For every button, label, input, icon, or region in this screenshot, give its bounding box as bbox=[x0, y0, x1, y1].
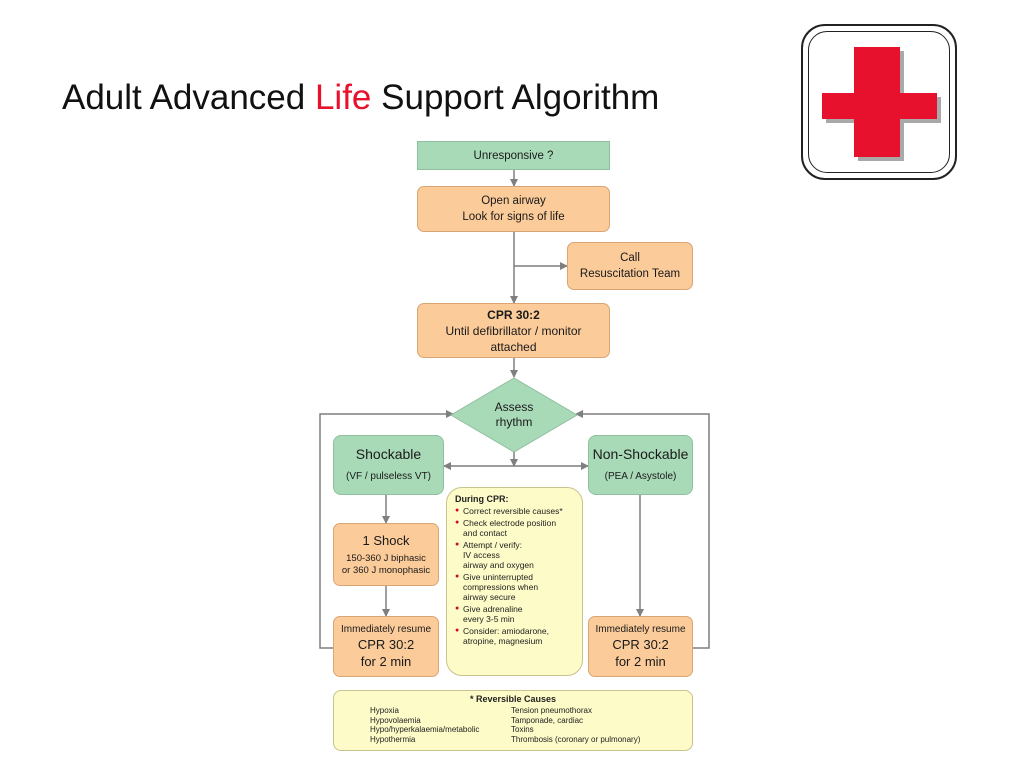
list-item: Check electrode position and contact bbox=[455, 518, 576, 538]
cpr-initial-head: CPR 30:2 bbox=[487, 307, 540, 322]
assess-diamond bbox=[450, 377, 578, 453]
shock-line: or 360 J monophasic bbox=[341, 565, 431, 576]
loop-left-back-to-assess bbox=[319, 410, 454, 649]
call-team-box: Call Resuscitation Team bbox=[567, 242, 693, 290]
list-item: Hypovolaemia bbox=[370, 715, 421, 725]
red-cross-icon bbox=[822, 47, 941, 161]
cpr-initial-line: Until defibrillator / monitor bbox=[445, 323, 582, 338]
reversible-causes-left: Hypoxia Hypovolaemia Hypo/hyperkalaemia/… bbox=[370, 706, 479, 744]
resume-right-box: Immediately resume CPR 30:2 for 2 min bbox=[588, 616, 693, 677]
logo-frame bbox=[808, 31, 950, 173]
resume-duration-line: for 2 min bbox=[615, 654, 666, 669]
list-item: Hypothermia bbox=[370, 734, 416, 744]
list-item: Consider: amiodarone, atropine, magnesiu… bbox=[455, 626, 576, 646]
list-item: Give adrenaline every 3-5 min bbox=[455, 604, 576, 624]
resume-left-box: Immediately resume CPR 30:2 for 2 min bbox=[333, 616, 439, 677]
title-accent-text: Life bbox=[314, 78, 372, 117]
unresponsive-label: Unresponsive ? bbox=[473, 149, 554, 162]
list-item: Tamponade, cardiac bbox=[511, 715, 584, 725]
resuscitation-team-line: Resuscitation Team bbox=[579, 268, 681, 280]
cpr-initial-box: CPR 30:2 Until defibrillator / monitor a… bbox=[417, 303, 610, 358]
resume-cpr-line: CPR 30:2 bbox=[612, 637, 669, 652]
during-cpr-list: Correct reversible causes* Check electro… bbox=[455, 506, 576, 646]
resume-line: Immediately resume bbox=[340, 624, 432, 635]
title-text-end: Support Algorithm bbox=[371, 78, 660, 117]
list-item: Attempt / verify: IV access airway and o… bbox=[455, 540, 576, 570]
non-shockable-sub: (PEA / Asystole) bbox=[604, 471, 677, 482]
cpr-initial-line: attached bbox=[490, 339, 537, 354]
loop-right-back-to-assess bbox=[575, 410, 710, 649]
list-item: Toxins bbox=[511, 725, 534, 734]
reversible-causes-panel: * Reversible Causes Hypoxia Hypovolaemia… bbox=[333, 690, 693, 751]
call-line: Call bbox=[620, 252, 640, 264]
assess-line: Assess bbox=[494, 400, 534, 414]
shockable-sub: (VF / pulseless VT) bbox=[345, 471, 432, 482]
rhythm-line: rhythm bbox=[495, 415, 533, 429]
reversible-causes-heading: * Reversible Causes bbox=[469, 694, 557, 704]
list-item: Hypo/hyperkalaemia/metabolic bbox=[370, 725, 480, 734]
list-item: Give uninterrupted compressions when air… bbox=[455, 572, 576, 602]
shockable-head: Shockable bbox=[355, 446, 422, 462]
open-airway-box: Open airway Look for signs of life bbox=[417, 186, 610, 232]
non-shockable-box: Non-Shockable (PEA / Asystole) bbox=[588, 435, 693, 495]
shock-head: 1 Shock bbox=[362, 533, 410, 548]
red-cross-logo bbox=[801, 24, 957, 180]
shockable-box: Shockable (VF / pulseless VT) bbox=[333, 435, 444, 495]
signs-of-life-line: Look for signs of life bbox=[462, 211, 565, 223]
page-title: Adult Advanced Life Support Algorithm bbox=[62, 78, 659, 118]
reversible-causes-right: Tension pneumothorax Tamponade, cardiac … bbox=[511, 706, 640, 744]
shock-box: 1 Shock 150-360 J biphasic or 360 J mono… bbox=[333, 523, 439, 586]
during-cpr-heading: During CPR: bbox=[455, 494, 509, 504]
open-airway-line: Open airway bbox=[481, 195, 546, 207]
list-item: Tension pneumothorax bbox=[511, 706, 592, 715]
list-item: Hypoxia bbox=[370, 706, 399, 715]
shock-line: 150-360 J biphasic bbox=[346, 553, 426, 564]
resume-cpr-line: CPR 30:2 bbox=[357, 637, 415, 652]
non-shockable-head: Non-Shockable bbox=[592, 446, 689, 462]
during-cpr-panel: During CPR: Correct reversible causes* C… bbox=[446, 487, 583, 676]
resume-line: Immediately resume bbox=[595, 624, 686, 635]
assess-rhythm-label: Assess rhythm bbox=[470, 397, 558, 433]
resume-duration-line: for 2 min bbox=[360, 654, 412, 669]
unresponsive-box: Unresponsive ? bbox=[417, 141, 610, 170]
list-item: Thrombosis (coronary or pulmonary) bbox=[511, 734, 641, 744]
title-text: Adult Advanced bbox=[62, 78, 315, 117]
list-item: Correct reversible causes* bbox=[455, 506, 576, 516]
